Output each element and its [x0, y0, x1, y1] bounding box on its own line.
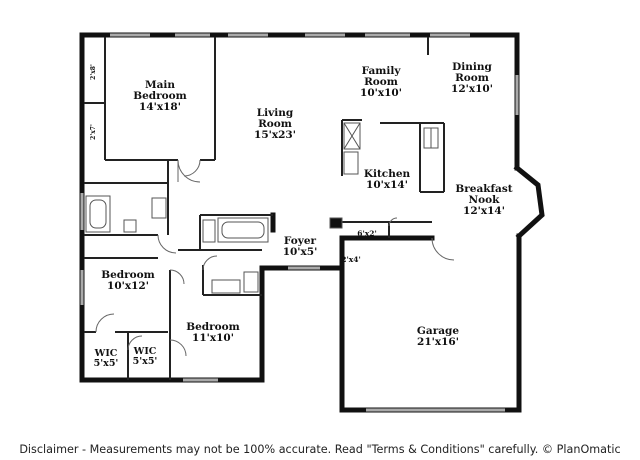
- room-dimension: 12'x10': [451, 83, 493, 95]
- room-name: Bedroom: [101, 269, 155, 281]
- room-name: Foyer: [284, 235, 317, 247]
- room-name: Breakfast: [455, 183, 512, 195]
- room-dimension: 10'x10': [360, 87, 402, 99]
- room-dimension: 12'x14': [463, 205, 505, 217]
- room-dimension: 11'x10': [192, 332, 234, 344]
- room-dimension: 5'x5': [94, 358, 119, 369]
- room-label-closet-a: 2'x8': [90, 64, 97, 80]
- fixtures: [85, 122, 439, 294]
- room-name: Room: [258, 118, 292, 130]
- room-name: Garage: [417, 325, 459, 337]
- room-name: Main: [145, 79, 175, 91]
- room-name: Kitchen: [364, 168, 411, 180]
- room-name: Bedroom: [133, 90, 187, 102]
- room-name: WIC: [94, 348, 118, 359]
- room-name: Dining: [452, 61, 492, 73]
- room-name: Room: [364, 76, 398, 88]
- room-dimension: 10'x14': [366, 179, 408, 191]
- room-dimension: 21'x16': [417, 336, 459, 348]
- room-dimension: 14'x18': [139, 101, 181, 113]
- room-name: Nook: [469, 194, 501, 206]
- disclaimer: Disclaimer - Measurements may not be 100…: [19, 443, 621, 456]
- room-label-closet-c: 2'x4': [341, 255, 361, 264]
- room-label-pantry: 6'x2': [357, 229, 377, 238]
- room-dimension: 5'x5': [133, 356, 158, 367]
- doors: [95, 159, 455, 357]
- windows: [80, 33, 519, 412]
- room-name: Bedroom: [186, 321, 240, 333]
- room-dimension: 10'x12': [107, 280, 149, 292]
- room-name: Family: [362, 65, 402, 77]
- interior-walls: [84, 37, 445, 380]
- room-name: WIC: [133, 346, 157, 357]
- room-dimension: 10'x5': [283, 246, 318, 258]
- room-name: Living: [257, 107, 294, 119]
- room-dimension: 15'x23': [254, 129, 296, 141]
- room-label-closet-b: 2'x7': [90, 124, 97, 140]
- room-name: Room: [455, 72, 489, 84]
